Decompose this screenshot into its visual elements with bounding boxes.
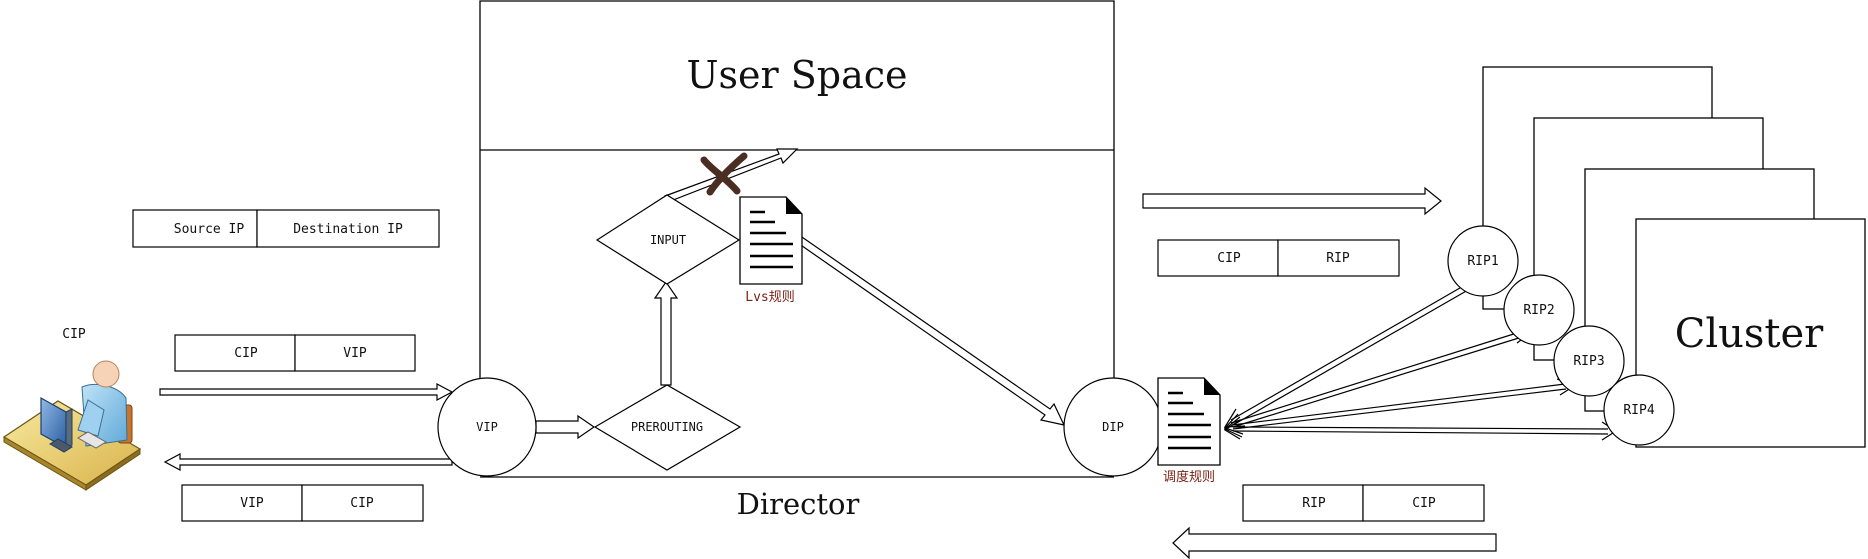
node-dip: DIP [1063, 377, 1163, 477]
arrow-to-real-servers [1142, 186, 1442, 216]
packet-header-legend [132, 209, 440, 248]
arrow-lvsrule-to-dip [794, 234, 1066, 426]
legend-destination-ip: Destination IP [293, 222, 403, 237]
arrow-client-to-vip [159, 383, 454, 401]
reply-out-dst: CIP [350, 496, 374, 511]
rip3-label: RIP3 [1573, 354, 1604, 369]
vip-label: VIP [476, 420, 498, 434]
chain-input: INPUT [595, 194, 741, 285]
arrows [159, 148, 1497, 559]
rip2-label: RIP2 [1523, 303, 1554, 318]
fan-arrow-rip4 [1223, 419, 1618, 441]
chain-prerouting: PREROUTING [593, 384, 742, 471]
node-rip4: RIP4 [1603, 374, 1675, 446]
from-real-dst: CIP [1412, 496, 1436, 511]
blocked-x-mark [700, 152, 748, 196]
director-outline [479, 0, 1115, 380]
node-vip: VIP [437, 377, 537, 477]
fan-arrow-rip1 [1223, 276, 1479, 428]
packet-to-real [1157, 239, 1400, 277]
arrow-return-bottom [1172, 526, 1497, 559]
dip-label: DIP [1102, 420, 1124, 434]
rip1-label: RIP1 [1467, 254, 1498, 269]
packet-reply-out [181, 484, 424, 522]
rip4-label: RIP4 [1623, 403, 1654, 418]
cluster-label: Cluster [1675, 311, 1824, 357]
fan-arrows [1223, 276, 1618, 441]
to-real-src: CIP [1217, 251, 1241, 266]
director-box [479, 0, 1115, 478]
fan-arrow-rip3 [1223, 378, 1576, 438]
arrow-input-to-userspace [664, 148, 799, 203]
user-space-label: User Space [686, 53, 907, 97]
node-rip3: RIP3 [1553, 325, 1625, 397]
arrow-vip-to-client [163, 453, 453, 471]
client-user-computer-icon [2, 360, 142, 491]
prerouting-label: PREROUTING [631, 420, 703, 434]
fan-arrow-rip2 [1223, 328, 1531, 435]
request-in-src: CIP [234, 346, 258, 361]
input-diamond [595, 194, 741, 285]
schedule-rule-document-icon [1157, 377, 1221, 466]
arrow-vip-to-prerouting [535, 414, 596, 440]
director-label: Director [737, 487, 860, 521]
lvs-rule-label: Lvs规则 [745, 290, 794, 305]
arrow-prerouting-to-input [653, 280, 679, 386]
input-label: INPUT [650, 233, 686, 247]
legend-source-ip: Source IP [174, 222, 245, 237]
lvs-rule-document-icon [739, 196, 803, 285]
reply-out-src: VIP [240, 496, 264, 511]
node-rip1: RIP1 [1447, 225, 1519, 297]
packet-from-real [1242, 484, 1485, 522]
to-real-dst: RIP [1326, 251, 1350, 266]
from-real-src: RIP [1302, 496, 1326, 511]
cluster-stack [1482, 66, 1866, 448]
node-rip2: RIP2 [1503, 274, 1575, 346]
request-in-dst: VIP [343, 346, 367, 361]
packet-request-in [174, 334, 416, 372]
prerouting-diamond [593, 384, 742, 471]
client-label: CIP [62, 327, 86, 342]
schedule-rule-label: 调度规则 [1163, 469, 1215, 485]
